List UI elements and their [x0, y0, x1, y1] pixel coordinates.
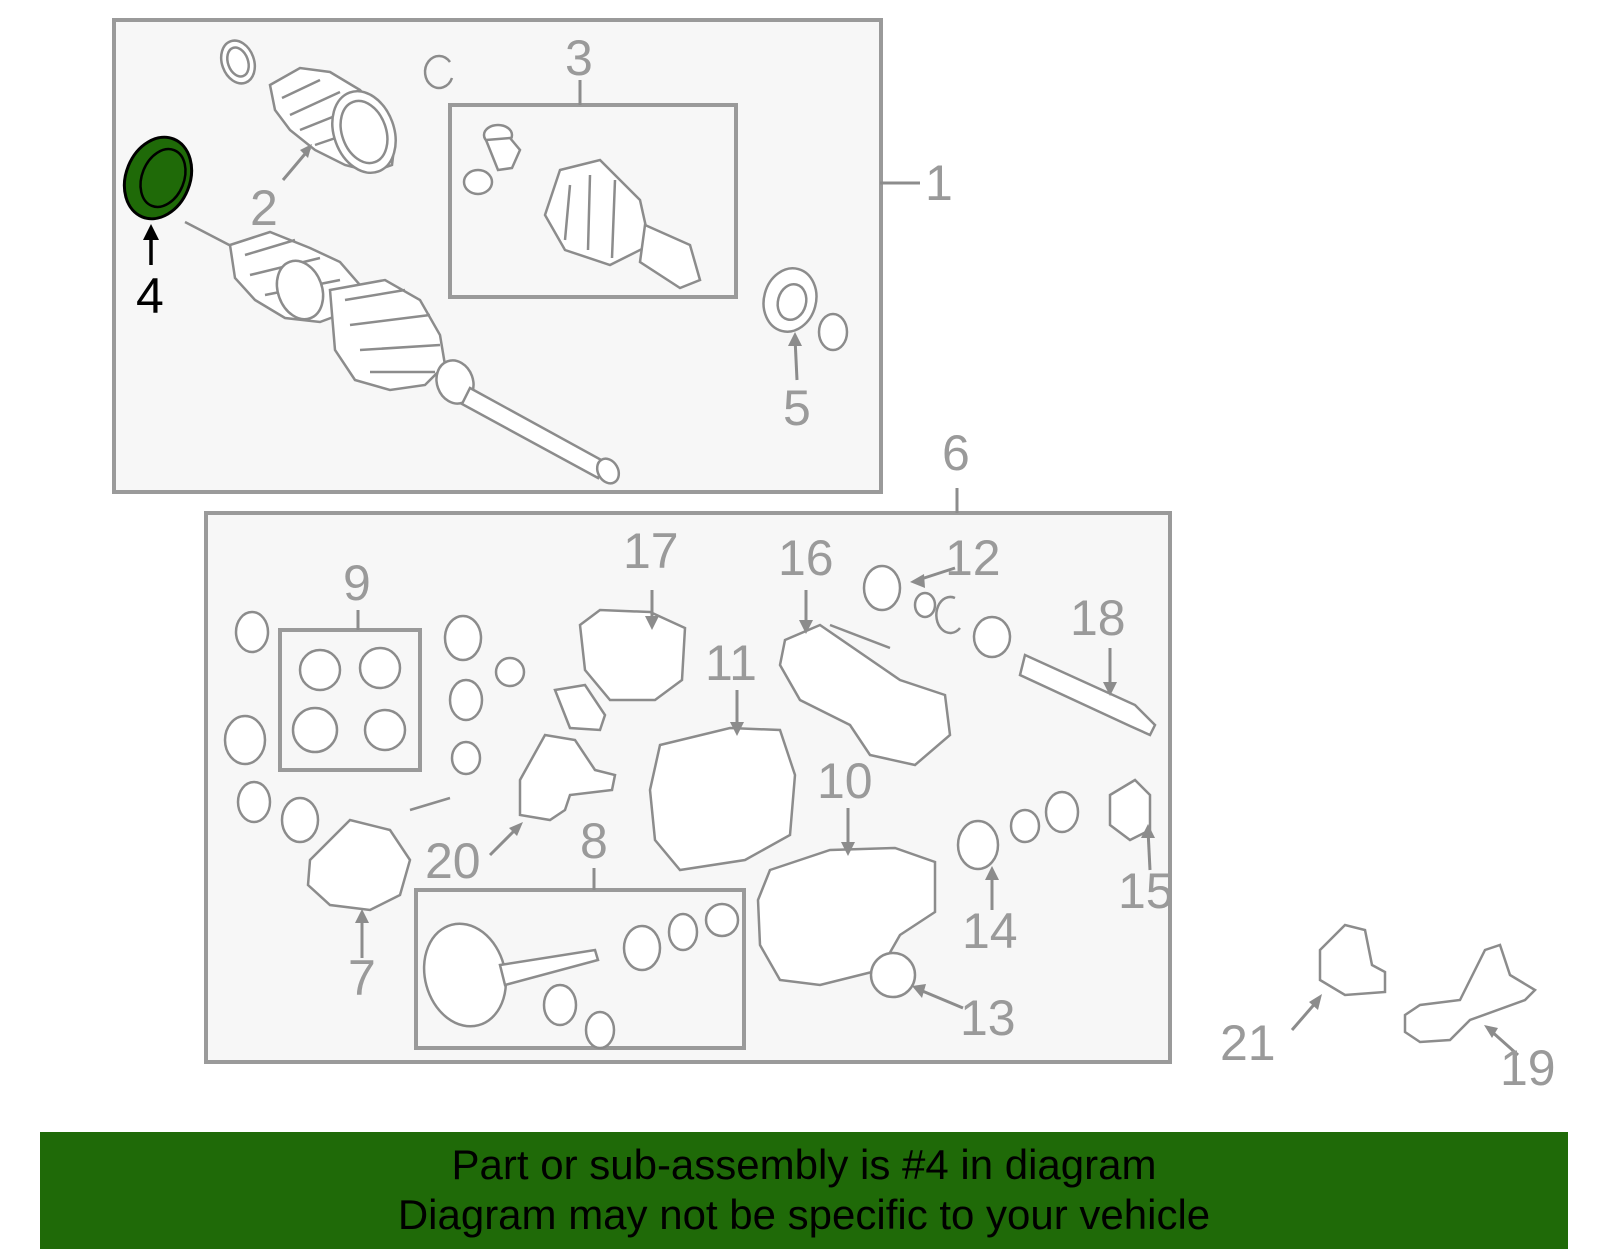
- callout-3: 3: [565, 30, 593, 86]
- mount-part-20: [518, 733, 617, 822]
- callout-11: 11: [705, 635, 757, 691]
- callout-4: 4: [136, 268, 164, 324]
- inboard-joint-part-3: [462, 123, 702, 290]
- extension-housing-part-16: [778, 623, 952, 767]
- dust-seal-part-4-highlighted: [122, 135, 194, 221]
- callout-12: 12: [945, 530, 1001, 586]
- callout-8: 8: [580, 813, 608, 869]
- callout-2: 2: [250, 180, 278, 236]
- callout-15: 15: [1118, 863, 1174, 919]
- callout-19: 19: [1500, 1040, 1556, 1096]
- bearing-part-5: [762, 267, 849, 352]
- inboard-joint-box: [448, 103, 738, 299]
- ring-pinion-part-8: [422, 902, 740, 1050]
- banner-disclaimer-line: Diagram may not be specific to your vehi…: [397, 1191, 1211, 1238]
- carrier-part-17: [578, 608, 687, 702]
- boot-clamp-small: [219, 39, 257, 85]
- drive-shaft: [184, 220, 621, 485]
- callout-1: 1: [925, 155, 953, 211]
- pinion-shaft-pin: [409, 796, 451, 812]
- seal-part-12: [862, 564, 1012, 659]
- bearing-part-14: [956, 819, 1000, 871]
- banner-part-line: Part or sub-assembly is #4 in diagram: [451, 1141, 1157, 1188]
- washer: [1009, 808, 1041, 844]
- callout-5: 5: [783, 380, 811, 436]
- callout-20: 20: [425, 833, 481, 889]
- diff-case-part-7: [306, 818, 412, 912]
- seal-part-13: [869, 951, 917, 999]
- callout-17: 17: [623, 523, 679, 579]
- diff-gears-part-9: [291, 646, 407, 754]
- cover-part-11: [648, 726, 797, 872]
- ring-pinion-box: [414, 888, 746, 1050]
- callout-9: 9: [343, 555, 371, 611]
- callout-7: 7: [348, 950, 376, 1006]
- callout-14: 14: [962, 903, 1018, 959]
- bearings-center: [443, 614, 607, 776]
- callout-13: 13: [960, 990, 1016, 1046]
- bracket-part-21: [1318, 923, 1387, 997]
- washers-left: [223, 610, 320, 844]
- snap-ring: [423, 54, 454, 90]
- callout-10: 10: [817, 753, 873, 809]
- bearing: [1044, 790, 1080, 834]
- diff-gear-kit-box: [278, 628, 422, 772]
- bolt: [829, 623, 891, 650]
- callout-16: 16: [778, 530, 834, 586]
- callout-6: 6: [942, 425, 970, 481]
- shaft-part-18: [1018, 653, 1157, 737]
- callout-18: 18: [1070, 590, 1126, 646]
- cv-boot-part-2: [268, 66, 397, 175]
- arm-part-19: [1403, 943, 1538, 1044]
- callout-21: 21: [1220, 1015, 1276, 1071]
- info-banner: Part or sub-assembly is #4 in diagram Di…: [40, 1132, 1568, 1249]
